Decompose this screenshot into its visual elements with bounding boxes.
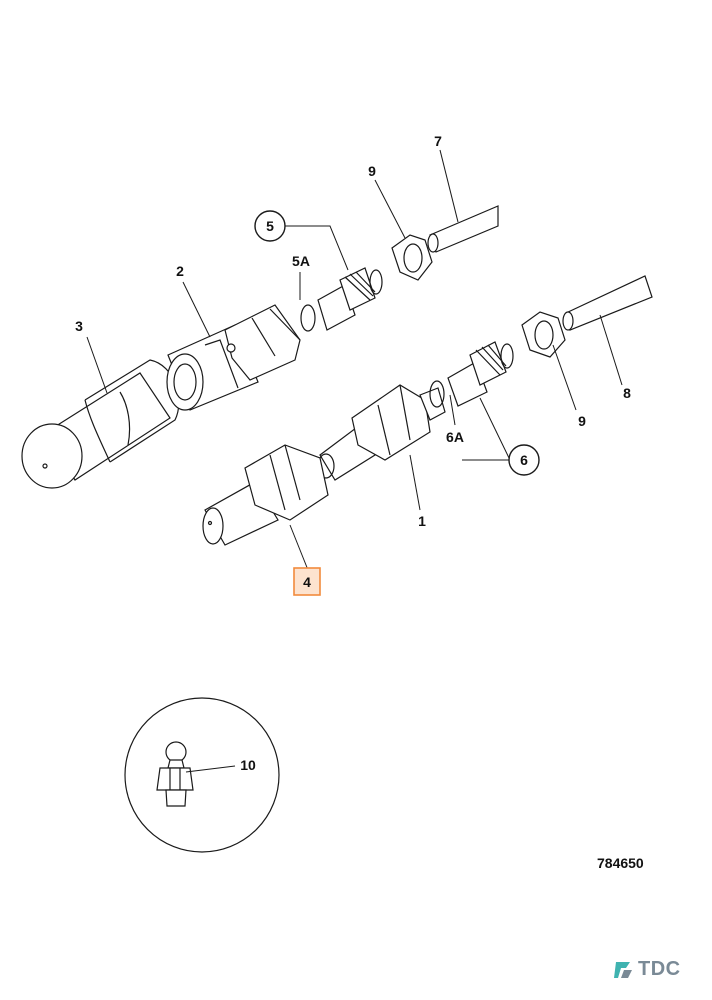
label-2: 2 xyxy=(176,263,184,279)
tdc-logo-icon xyxy=(614,961,632,978)
label-8: 8 xyxy=(623,385,631,401)
label-4-highlight xyxy=(293,567,321,596)
label-4: 4 xyxy=(303,574,311,590)
label-1: 1 xyxy=(418,513,426,529)
label-5a: 5A xyxy=(292,253,310,269)
callout-labels: 3 2 5 5A 9 7 1 6A 6 9 8 4 10 xyxy=(75,133,631,773)
part-5-nipple[interactable] xyxy=(317,267,383,331)
logo-text: TDC xyxy=(638,958,681,980)
label-5: 5 xyxy=(266,218,274,234)
drawing-number: 784650 xyxy=(597,855,644,871)
part-7-hose[interactable] xyxy=(427,205,499,253)
part-10-detail-circle xyxy=(124,697,280,853)
tdc-logo: TDC xyxy=(612,958,681,981)
label-5-circle xyxy=(254,210,286,242)
part-9-nut-upper[interactable] xyxy=(391,234,433,281)
part-1-connector[interactable] xyxy=(317,384,446,481)
label-7: 7 xyxy=(434,133,442,149)
label-3: 3 xyxy=(75,318,83,334)
part-6a-o-ring[interactable] xyxy=(429,380,445,408)
label-6-circle xyxy=(508,444,540,476)
label-6a: 6A xyxy=(446,429,464,445)
part-9-nut-lower[interactable] xyxy=(521,311,566,358)
label-6: 6 xyxy=(520,452,528,468)
part-6-nipple[interactable] xyxy=(447,341,514,407)
part-4-adaptor[interactable] xyxy=(202,444,329,546)
label-9-lower: 9 xyxy=(578,413,586,429)
part-3-cap[interactable] xyxy=(21,359,180,489)
part-5a-o-ring[interactable] xyxy=(300,304,316,332)
part-8-hose[interactable] xyxy=(562,275,653,331)
part-10-grease-nipple[interactable] xyxy=(156,741,194,807)
leader-lines xyxy=(86,149,623,773)
label-9-upper: 9 xyxy=(368,163,376,179)
part-2-coupler[interactable] xyxy=(166,304,301,411)
label-10: 10 xyxy=(240,757,256,773)
